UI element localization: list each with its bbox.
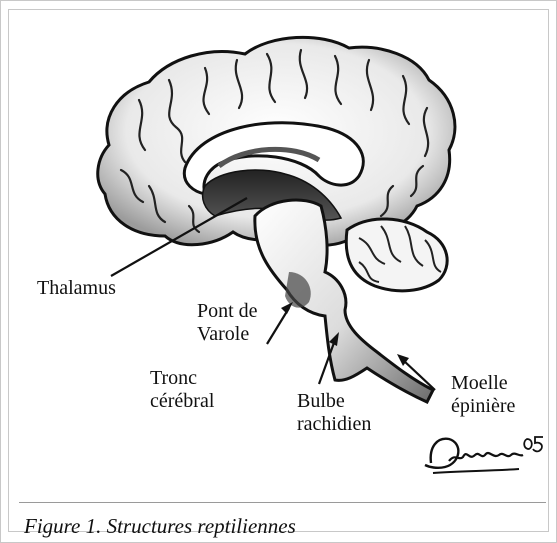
label-bulbe-rachidien: Bulbe rachidien bbox=[297, 390, 371, 436]
label-bulbe-line2: rachidien bbox=[297, 413, 371, 436]
label-bulbe-line1: Bulbe bbox=[297, 390, 371, 413]
label-moelle-line2: épinière bbox=[451, 395, 515, 418]
label-pont-line1: Pont de bbox=[197, 300, 258, 323]
label-thalamus: Thalamus bbox=[37, 277, 116, 300]
label-moelle-epiniere: Moelle épinière bbox=[451, 372, 515, 418]
figure-caption: Figure 1. Structures reptiliennes bbox=[24, 514, 296, 539]
label-tronc-line1: Tronc bbox=[150, 367, 214, 390]
label-pont-line2: Varole bbox=[197, 323, 258, 346]
label-tronc-line2: cérébral bbox=[150, 390, 214, 413]
figure-panel: Thalamus Pont de Varole Tronc cérébral B… bbox=[8, 9, 549, 532]
caption-divider bbox=[19, 502, 546, 503]
label-moelle-line1: Moelle bbox=[451, 372, 515, 395]
artist-signature bbox=[419, 425, 557, 485]
label-tronc-cerebral: Tronc cérébral bbox=[150, 367, 214, 413]
label-pont-de-varole: Pont de Varole bbox=[197, 300, 258, 346]
